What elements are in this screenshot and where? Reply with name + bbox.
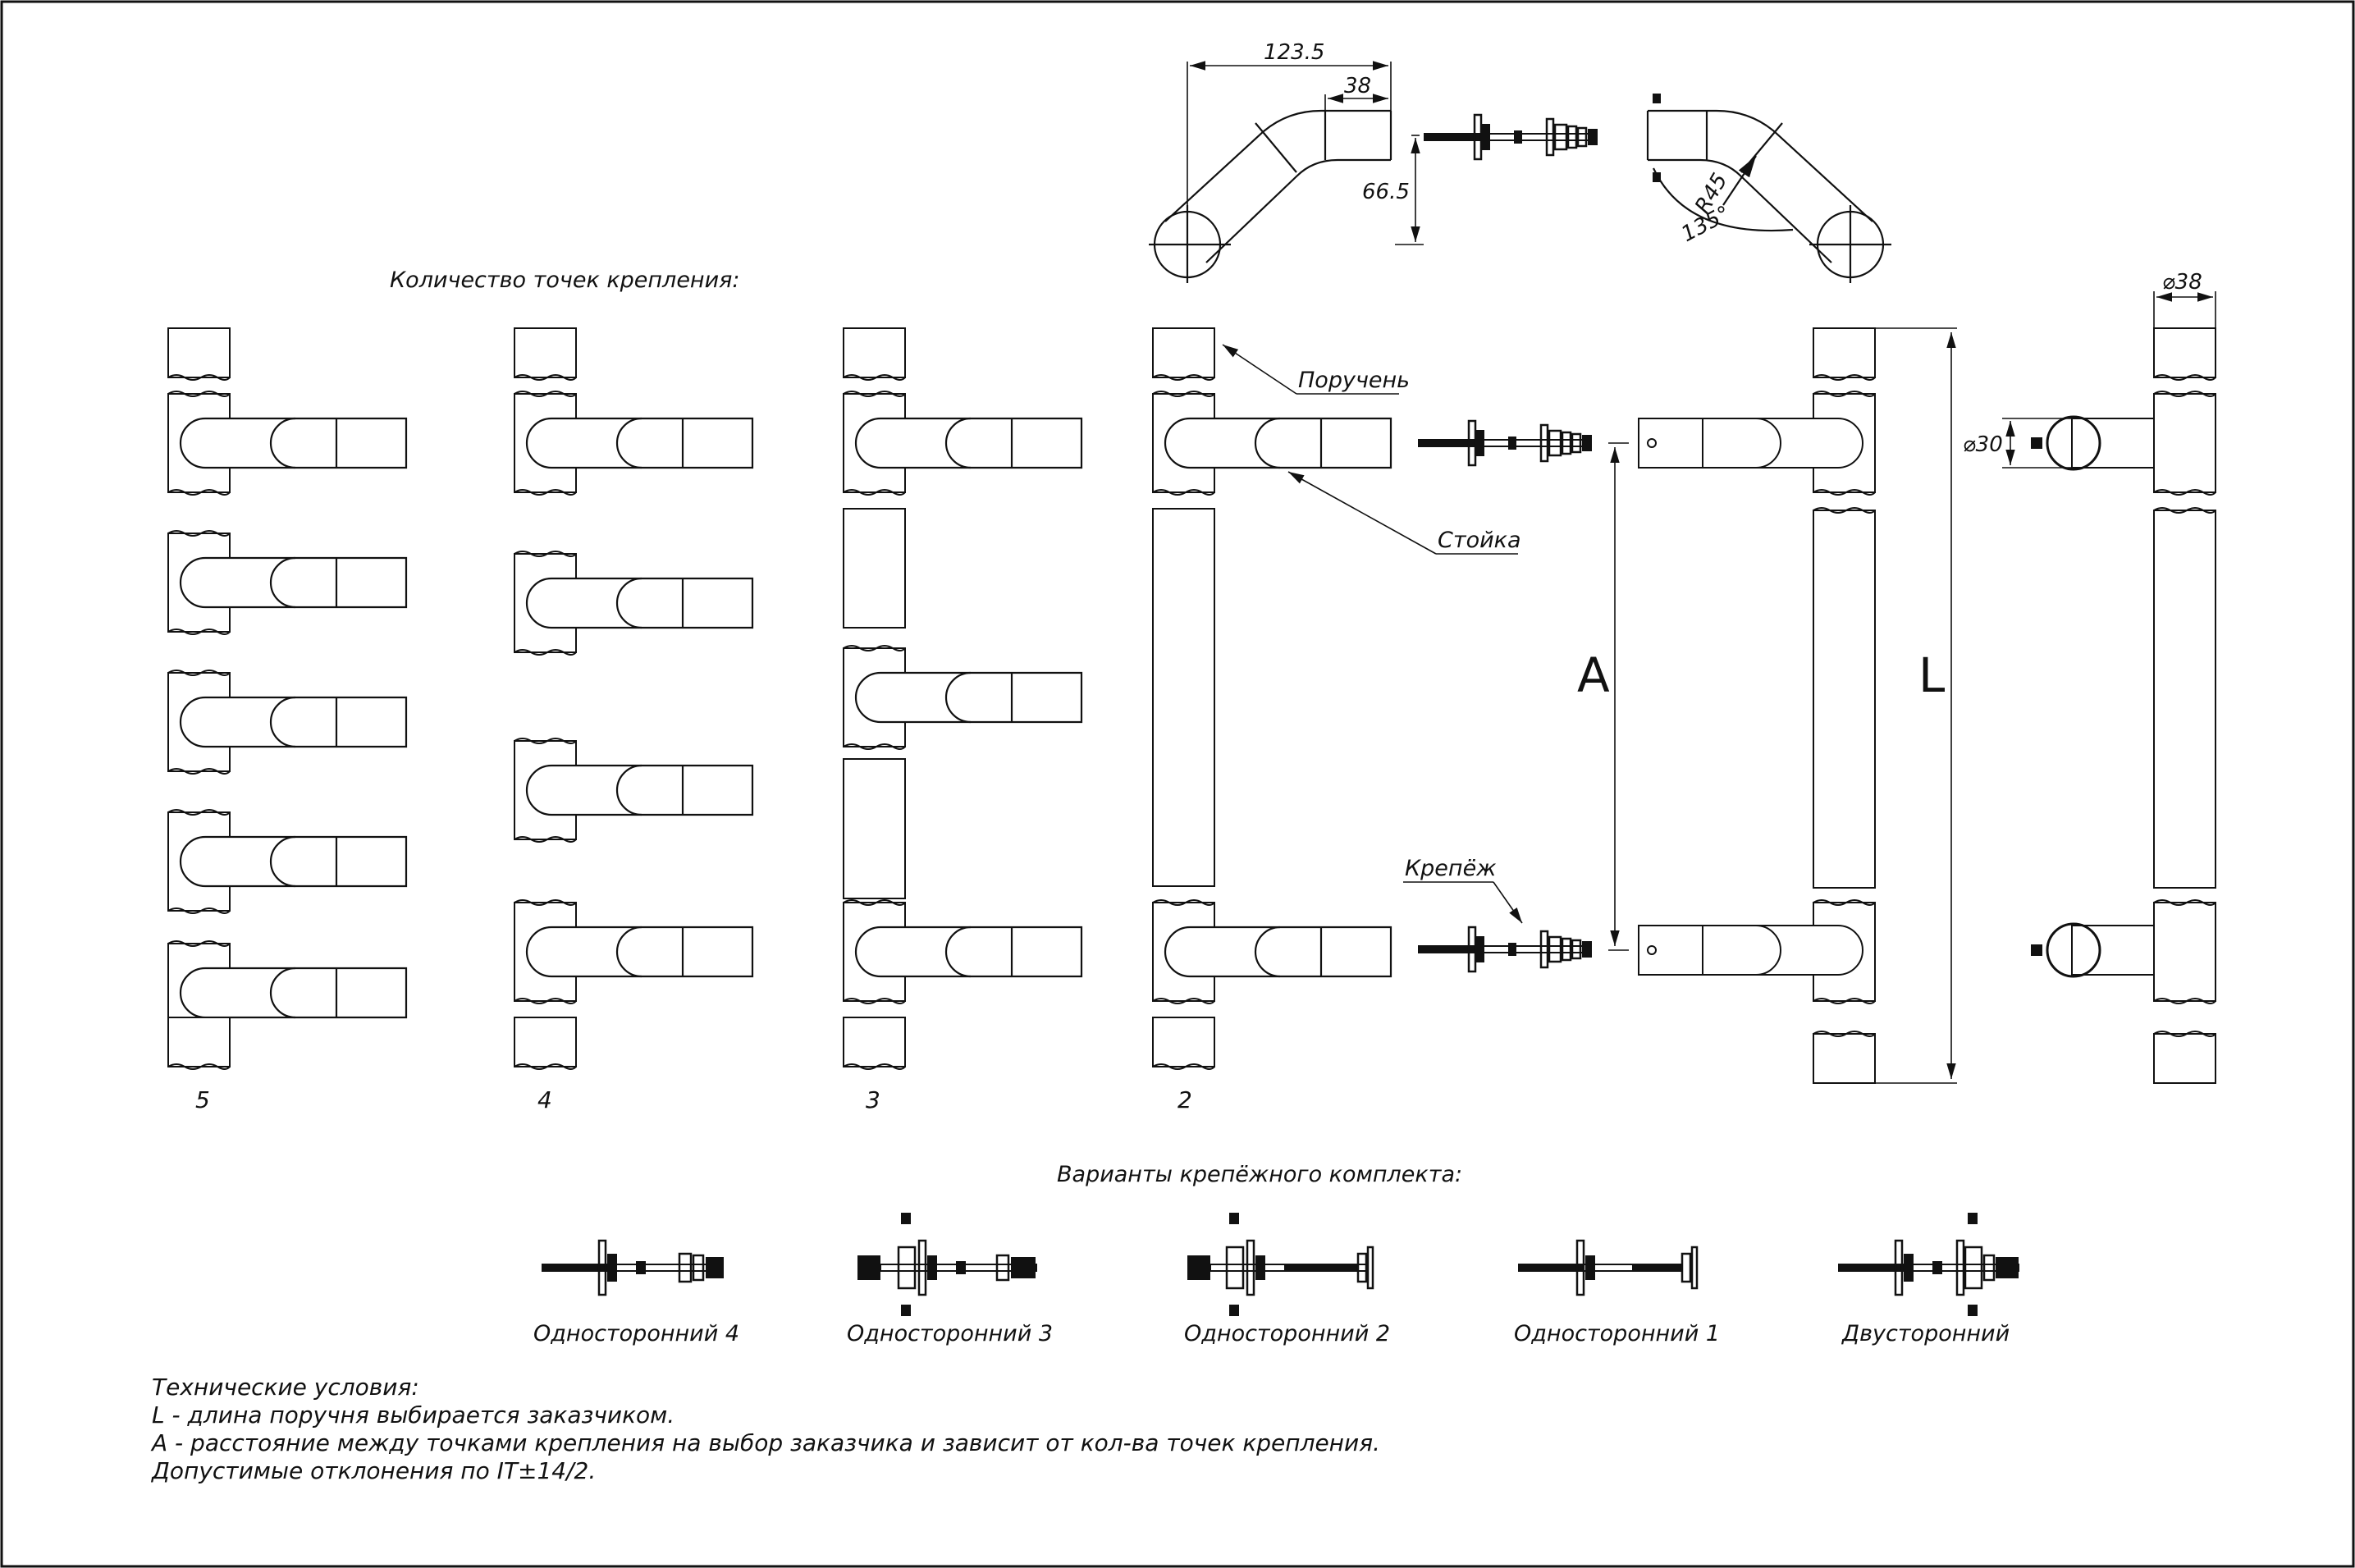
mount-points-title: Количество точек крепления:	[390, 267, 739, 293]
assembly-4-points	[513, 327, 754, 1070]
dimension-lines-top-left	[1187, 61, 1424, 245]
dim-post-diameter: ⌀30	[1963, 432, 2003, 457]
kit-label-one-sided-2: Односторонний 2	[1184, 1321, 1390, 1346]
label-handrail: Поручень	[1298, 368, 1410, 393]
kit-variant-double-sided	[1838, 1213, 2019, 1316]
kit-variant-one-sided-3	[857, 1213, 1037, 1316]
kit-variant-one-sided-4	[542, 1239, 724, 1296]
mount-count-4: 4	[537, 1086, 552, 1113]
mount-count-3: 3	[866, 1086, 880, 1113]
kit-label-one-sided-3: Односторонний 3	[847, 1321, 1053, 1346]
kit-label-one-sided-4: Односторонний 4	[533, 1321, 739, 1346]
notes-line-3: Допустимые отклонения по IT±14/2.	[150, 1457, 596, 1484]
dim-tube-length: 38	[1344, 74, 1371, 98]
kit-variants-title: Варианты крепёжного комплекта:	[1057, 1162, 1462, 1187]
top-fastener-kit	[1422, 113, 1599, 161]
dim-height: 66.5	[1362, 180, 1410, 204]
kit-label-one-sided-1: Односторонний 1	[1514, 1321, 1720, 1346]
angled-bracket-detail-mirrored	[1646, 109, 1891, 283]
assembly-2-points	[1151, 327, 1392, 1070]
end-view-screws	[2031, 437, 2042, 956]
notes-title: Технические условия:	[152, 1374, 419, 1401]
handrail-end-view	[2046, 327, 2216, 1084]
label-post: Стойка	[1438, 528, 1521, 553]
mount-count-5: 5	[195, 1086, 210, 1113]
kit-label-double-sided: Двусторонний	[1841, 1321, 2010, 1346]
kit-variant-one-sided-2	[1187, 1213, 1374, 1316]
assembly-3-points	[842, 327, 1083, 1070]
kit-variant-one-sided-1	[1518, 1239, 1699, 1296]
dim-length-l: L	[1918, 647, 1945, 703]
dim-overall-length: 123.5	[1264, 40, 1324, 65]
notes-line-1: L - длина поручня выбирается заказчиком.	[152, 1401, 674, 1429]
fastener-kit-upper	[1416, 419, 1594, 467]
dimension-lines-right	[1608, 327, 1957, 1084]
angled-bracket-detail	[1149, 109, 1392, 283]
dim-rail-diameter: ⌀38	[2162, 270, 2202, 295]
notes-line-2: A - расстояние между точками крепления н…	[150, 1429, 1380, 1456]
fastener-kit-lower	[1416, 926, 1594, 973]
mount-count-2: 2	[1178, 1086, 1192, 1113]
label-fastener: Крепёж	[1405, 856, 1497, 881]
set-screw-marks	[1653, 94, 1661, 182]
dimension-lines-end-view	[2002, 291, 2216, 469]
assembly-5-points	[167, 327, 408, 1070]
handrail-side-view	[1638, 327, 1876, 1084]
dim-spacing-a: A	[1577, 647, 1610, 703]
leader-lines	[1222, 344, 1523, 924]
